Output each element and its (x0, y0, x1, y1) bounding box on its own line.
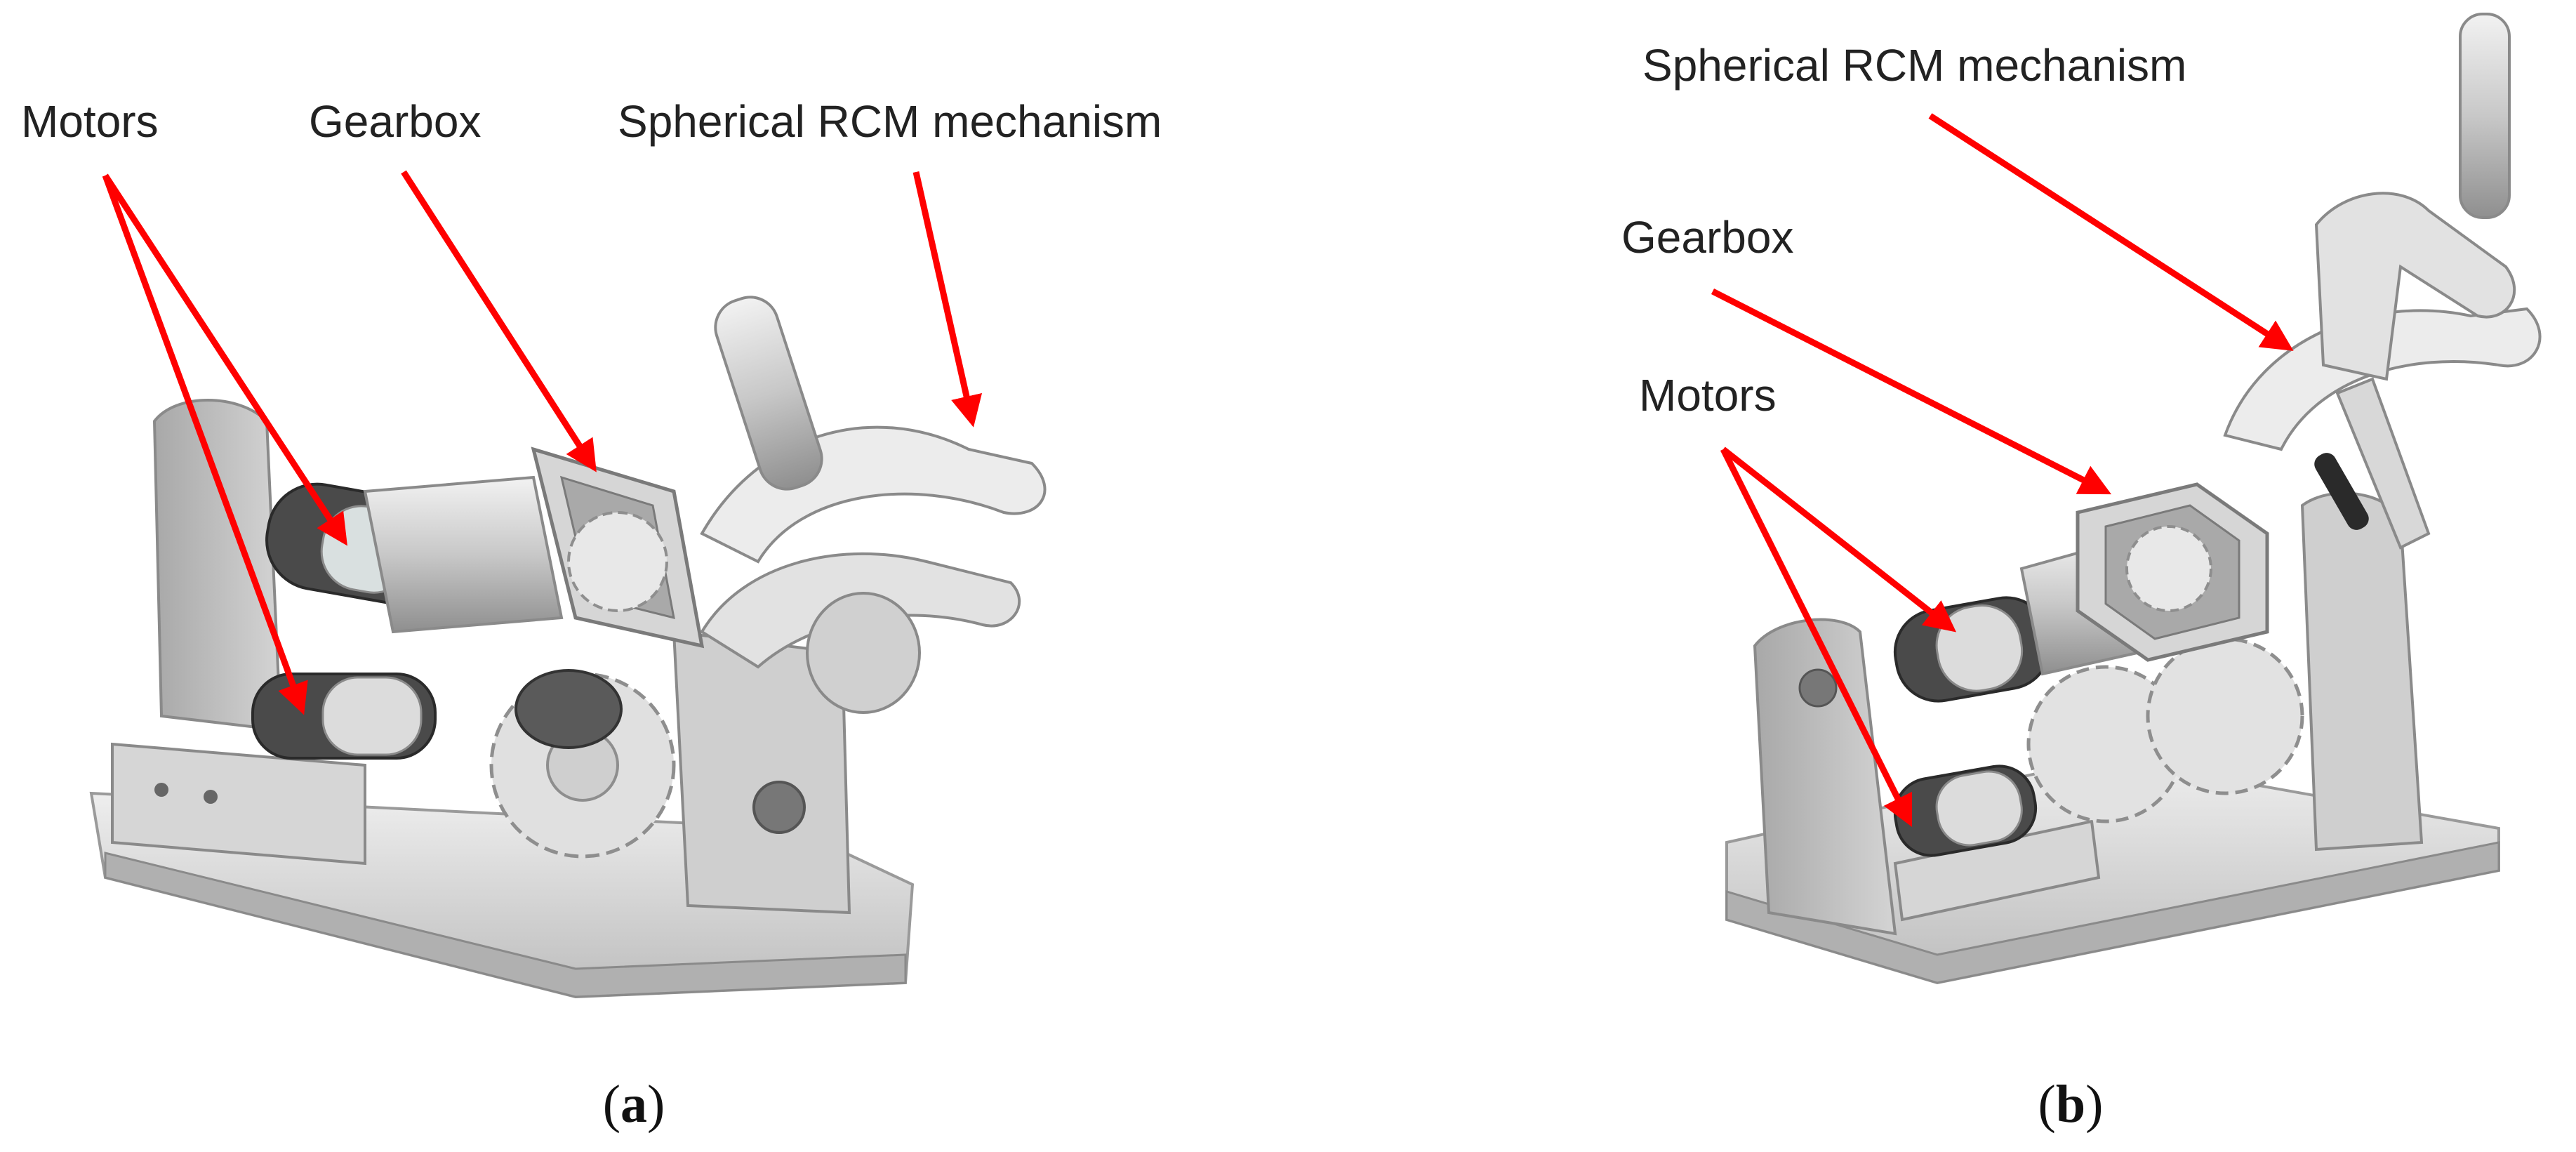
caption-close-b: ) (2085, 1075, 2103, 1134)
upper-gearhead-a (363, 475, 564, 634)
label-gearbox-b: Gearbox (1621, 212, 1793, 263)
caption-letter-a: a (620, 1075, 647, 1134)
arrow-rcm-b (1928, 113, 2294, 351)
spur-gear-right-b (2146, 637, 2304, 795)
arrows-a (102, 170, 983, 715)
right-upright-hole-a (752, 781, 806, 834)
instrument-shaft-b (2459, 13, 2511, 219)
label-gearbox-a: Gearbox (309, 96, 481, 147)
arrow-motors-lower-b (1720, 447, 1913, 828)
label-rcm-b: Spherical RCM mechanism (1642, 40, 2186, 91)
front-block-b (1753, 618, 1897, 936)
robot-render-a (89, 296, 1047, 999)
rcm-link-b (2335, 377, 2431, 550)
instrument-tube-a (714, 296, 823, 491)
pulley-disk-a (514, 669, 623, 749)
low-front-block-b (1893, 819, 2101, 922)
bevel-gear-a (567, 511, 668, 612)
caption-open-b: ( (2038, 1075, 2056, 1134)
arrow-gearbox-a (401, 170, 597, 472)
caption-close-a: ) (647, 1075, 665, 1134)
front-block-hole-a (204, 790, 218, 804)
lower-motor-cap-a (321, 676, 423, 756)
label-motors-a: Motors (21, 96, 159, 147)
front-block-hole-b (1798, 668, 1838, 708)
arrow-motors-upper-a (102, 173, 347, 546)
left-upright-a (152, 399, 283, 732)
arrow-gearbox-b (1711, 288, 2112, 495)
panel-b: Spherical RCM mechanism Gearbox Motors (… (1621, 13, 2542, 1134)
front-block-a (111, 742, 366, 866)
arrow-motors-upper-b (1721, 446, 1957, 633)
panel-a: Motors Gearbox Spherical RCM mechanism (… (21, 96, 1162, 1134)
rcm-upper-arc-b (2314, 192, 2516, 381)
handle-b (2314, 453, 2369, 530)
caption-b: (b) (2038, 1075, 2104, 1134)
upper-motor-cap-b (1935, 604, 2024, 692)
robot-render-b (1725, 13, 2542, 985)
label-motors-b: Motors (1639, 370, 1777, 421)
lower-motor-cap-b (1935, 770, 2023, 847)
arrow-rcm-a (912, 171, 983, 428)
arrows-b (1711, 113, 2294, 828)
caption-open-a: ( (603, 1075, 620, 1134)
caption-a: (a) (603, 1075, 665, 1134)
label-rcm-a: Spherical RCM mechanism (618, 96, 1162, 147)
arrow-motors-lower-a (102, 174, 308, 715)
base-plate-edge-a (104, 852, 907, 998)
end-cylinder-a (806, 592, 921, 714)
bevel-gear-b (2125, 525, 2212, 612)
rcm-lower-arc-b (2223, 307, 2542, 451)
caption-letter-b: b (2056, 1075, 2085, 1134)
base-plate-edge-b (1725, 841, 2500, 984)
front-block-hole-a (154, 783, 168, 797)
